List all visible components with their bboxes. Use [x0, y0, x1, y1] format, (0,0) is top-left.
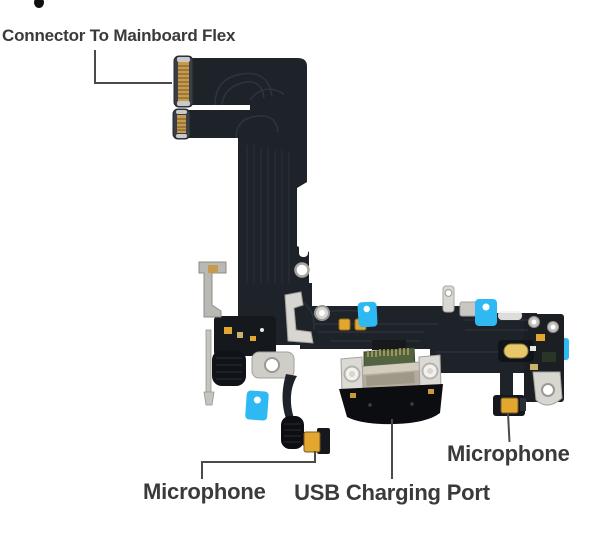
microphone-boot-left: [212, 350, 246, 386]
adhesive-tab-lower-left: [245, 390, 269, 421]
microphone-left-component: [281, 374, 330, 454]
right-board-components: [528, 316, 563, 406]
left-bracket-cluster: [198, 261, 330, 406]
microphone-right-gold-pad: [500, 397, 519, 414]
screw-hole-grommet: [294, 262, 310, 278]
label-microphone-left: Microphone: [143, 479, 266, 504]
screw-tab: [442, 285, 455, 313]
usb-charging-port: [339, 340, 443, 425]
port-bracket-right: [418, 354, 442, 391]
port-housing: [339, 384, 443, 425]
microphone-left-gold-pad: [303, 431, 321, 453]
port-bracket-left: [340, 356, 364, 393]
microphone-right-component: [493, 395, 526, 416]
flex-ribbon: [184, 58, 310, 300]
bullet-dot: [34, 0, 44, 8]
mainboard-connector-1: [173, 55, 194, 108]
adhesive-tab-center: [357, 301, 378, 328]
label-connector-to-mainboard-flex: Connector To Mainboard Flex: [2, 26, 236, 45]
main-assembly: [198, 261, 569, 421]
mainboard-connector-2: [172, 108, 191, 140]
adhesive-tab-upper-right: [475, 299, 497, 326]
leader-line-microphone-right: [507, 412, 511, 443]
leader-line-connector: [94, 50, 172, 84]
leader-line-microphone-left: [201, 451, 316, 479]
label-usb-charging-port: USB Charging Port: [294, 480, 490, 505]
ribbon-slot: [299, 241, 308, 257]
label-microphone-right: Microphone: [447, 441, 570, 466]
gold-contact-window: [498, 340, 534, 362]
